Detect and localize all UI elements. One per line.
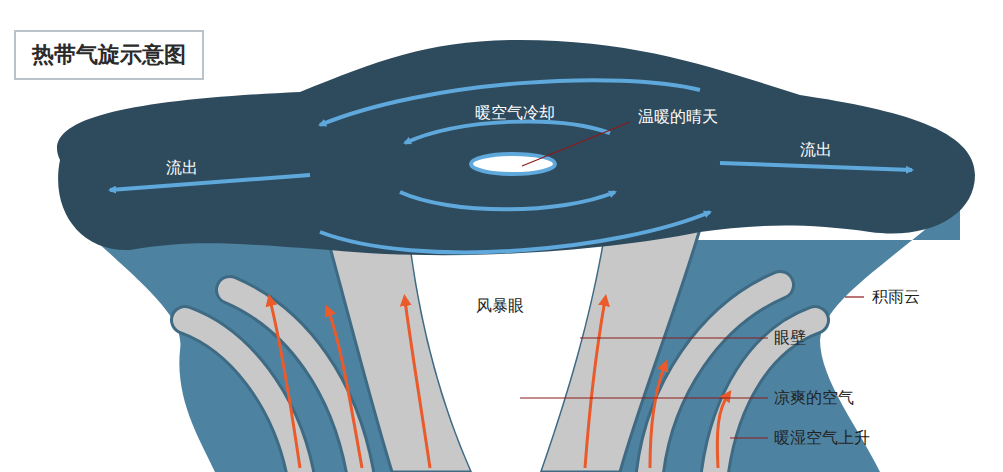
leader-lines <box>520 122 864 438</box>
outflow-label: 流出 <box>800 140 832 159</box>
eye-label: 风暴眼 <box>476 296 524 315</box>
eyewall-label: 眼壁 <box>774 328 806 347</box>
air-label: 暖湿空气上升 <box>774 428 870 447</box>
eye-top <box>471 154 555 174</box>
rising-arrows <box>270 300 728 468</box>
eye-top-label: 温暖的晴天 <box>638 107 718 126</box>
diagram-title: 热带气旋示意图 <box>32 40 186 70</box>
outflow-label: 流出 <box>166 158 198 177</box>
air-label: 暖空气冷却 <box>475 103 555 122</box>
air-label: 凉爽的空气 <box>774 388 854 407</box>
outflow-arrows <box>110 80 912 252</box>
cloud-label: 积雨云 <box>872 287 920 306</box>
title-box: 热带气旋示意图 <box>14 30 204 80</box>
storm-eye <box>410 228 605 472</box>
